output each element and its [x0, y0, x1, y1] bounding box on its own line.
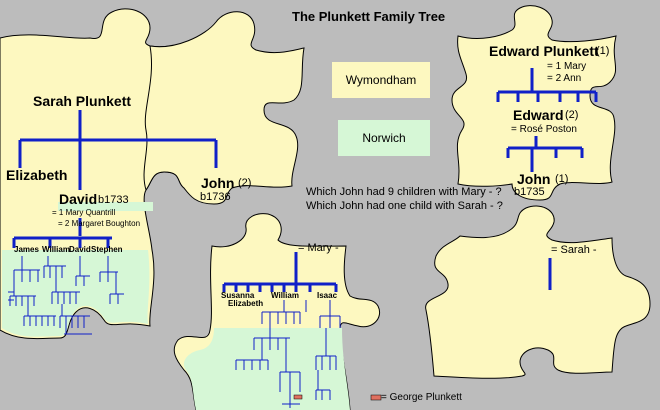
norwich-shade-1b	[58, 202, 153, 211]
edward-spouse-1: = 1 Mary	[547, 61, 587, 72]
edward-spouse-2: = 2 Ann	[547, 73, 582, 84]
george-marker	[293, 394, 303, 400]
sarah-spouse: = Sarah -	[551, 244, 597, 256]
legend-norwich-swatch	[338, 120, 430, 156]
child-susanna: Susanna	[221, 291, 255, 300]
page-title: The Plunkett Family Tree	[292, 9, 446, 24]
tree-lines-mary	[222, 252, 338, 292]
edward-plunkett-name: Edward Plunkett	[489, 43, 599, 59]
david-birth: b1733	[98, 194, 129, 206]
tree-lines-edward	[496, 68, 598, 172]
david-spouse-2: = 2 Margaret Boughton	[58, 219, 141, 228]
edward-2-name: Edward	[513, 107, 564, 123]
edward-2-number: (2)	[565, 109, 579, 121]
child-william: William	[42, 245, 70, 254]
puzzle-piece-sarah-right	[425, 205, 651, 379]
child-david: David	[69, 245, 91, 254]
elizabeth-name: Elizabeth	[6, 167, 68, 183]
tree-lines-sarah-fine	[8, 256, 124, 335]
edward-2-spouse: = Rosé Poston	[511, 124, 577, 135]
john-1-name: John	[517, 171, 551, 187]
tree-lines-mary-fine	[235, 300, 341, 408]
mary-spouse: = Mary -	[298, 242, 339, 254]
edward-1-number: (1)	[596, 45, 610, 57]
legend-wymondham: Wymondham	[345, 73, 417, 87]
john-1-birth: b1735	[514, 186, 545, 198]
puzzle-piece-empty-1	[143, 11, 305, 205]
question-2: Which John had one child with Sarah - ?	[306, 200, 503, 212]
child-william-2: William	[271, 291, 299, 300]
john-2-name: John	[201, 175, 235, 191]
john-2-number: (2)	[238, 177, 252, 189]
david-name: David	[59, 191, 98, 207]
question-1: Which John had 9 children with Mary - ?	[306, 186, 502, 198]
puzzle-piece-edward	[451, 5, 617, 201]
child-james: James	[14, 245, 39, 254]
david-spouse-1: = 1 Mary Quantrill	[52, 208, 116, 217]
child-isaac: Isaac	[317, 291, 338, 300]
legend-norwich: Norwich	[362, 131, 406, 145]
legend-george: = George Plunkett	[381, 392, 462, 403]
child-stephen: Stephen	[91, 245, 123, 254]
sarah-plunkett-name: Sarah Plunkett	[33, 93, 132, 109]
legend-george-swatch	[370, 394, 382, 401]
norwich-shade-2	[183, 328, 350, 410]
child-elizabeth: Elizabeth	[228, 299, 264, 308]
john-1-number: (1)	[555, 173, 569, 185]
john-2-birth: b1736	[200, 191, 231, 203]
legend-wymondham-swatch	[332, 62, 430, 98]
tree-lines-sarah	[12, 110, 218, 248]
